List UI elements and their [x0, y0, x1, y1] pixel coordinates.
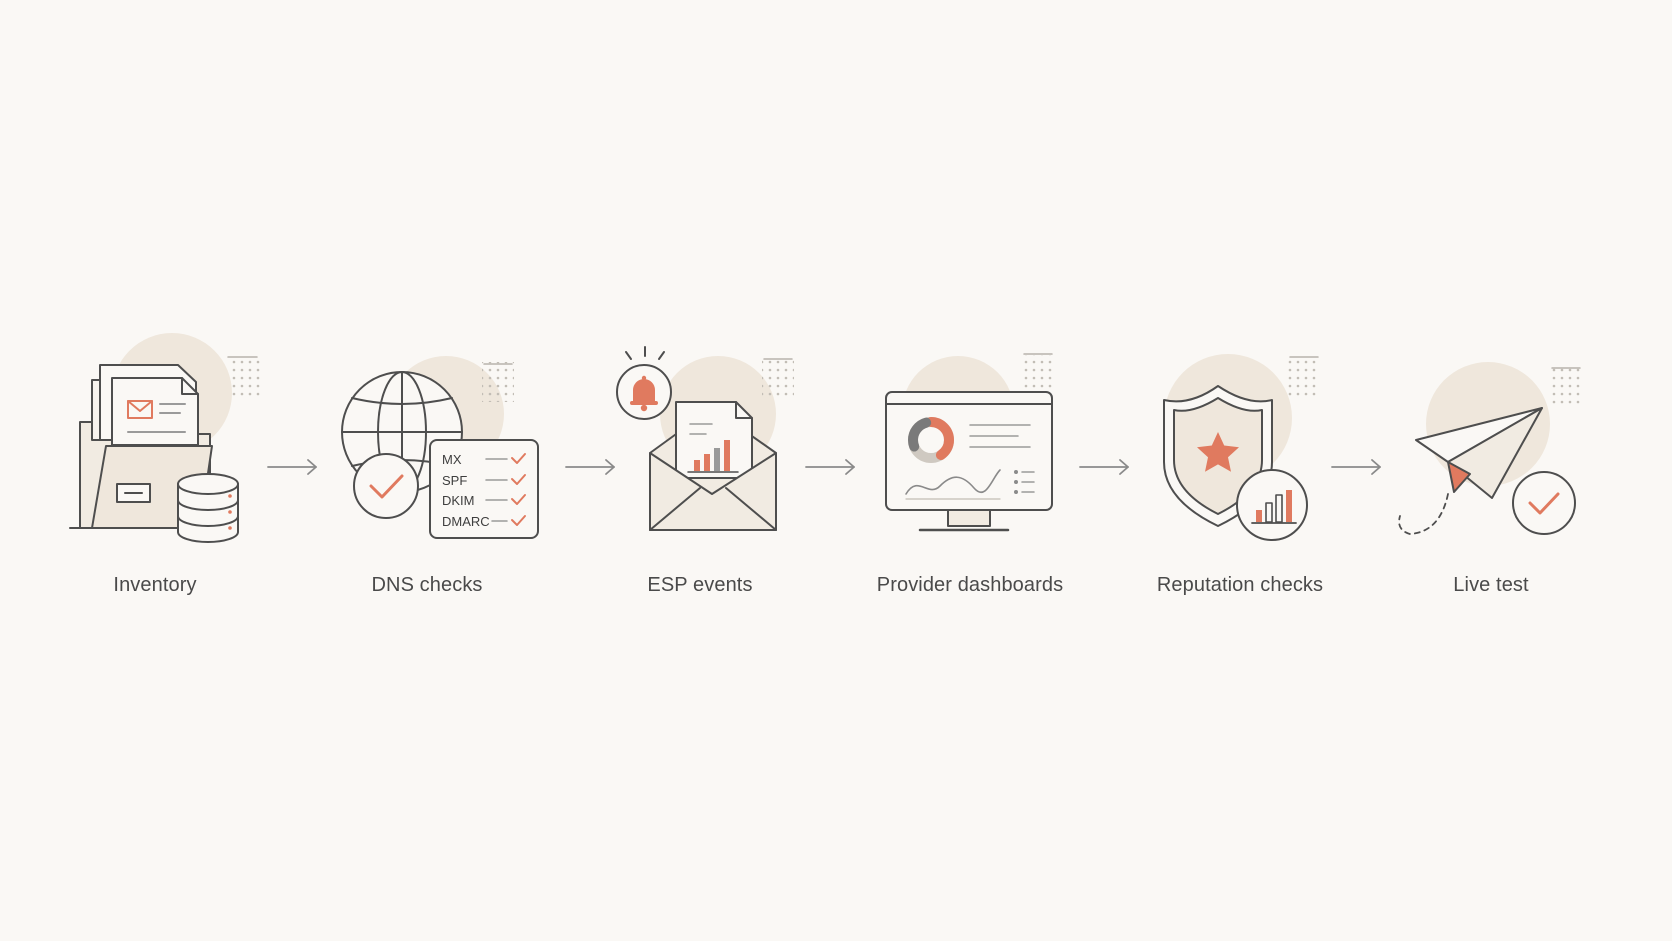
step-label-inventory: Inventory [113, 574, 197, 596]
flow-arrow [565, 459, 615, 475]
step-label-dns-checks: DNS checks [371, 574, 483, 596]
step-label-esp-events: ESP events [647, 574, 753, 596]
step-label-provider-dashboards: Provider dashboards [876, 574, 1064, 596]
step-label-live-test: Live test [1453, 574, 1529, 596]
flow-arrow [805, 459, 855, 475]
step-label-reputation-checks: Reputation checks [1156, 574, 1324, 596]
dns-record-dkim: DKIM [442, 493, 475, 508]
dns-record-dmarc: DMARC [442, 514, 490, 529]
flow-arrow [267, 459, 317, 475]
dns-record-spf: SPF [442, 473, 467, 488]
flow-arrow [1079, 459, 1129, 475]
dns-record-mx: MX [442, 452, 462, 467]
flow-arrow [1331, 459, 1381, 475]
